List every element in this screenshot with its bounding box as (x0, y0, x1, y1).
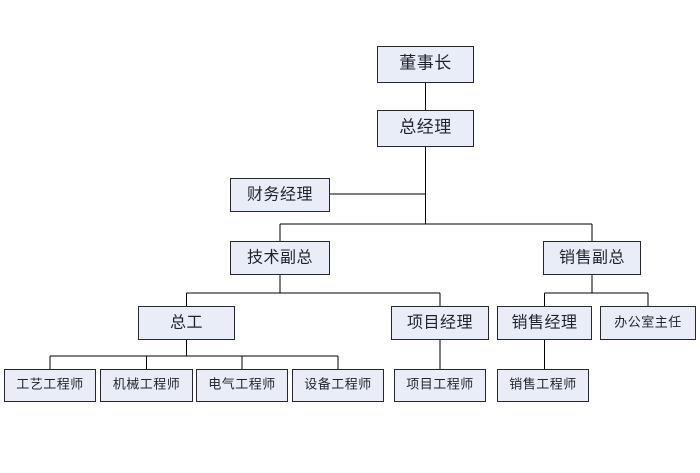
org-node-sales-engineer[interactable]: 销售工程师 (497, 369, 589, 402)
org-node-equipment-engineer[interactable]: 设备工程师 (292, 369, 384, 402)
org-node-label: 机械工程师 (112, 377, 181, 393)
org-node-general-manager[interactable]: 总经理 (377, 110, 474, 147)
org-node-label: 项目工程师 (406, 377, 474, 393)
org-node-label: 销售经理 (511, 312, 578, 332)
org-node-electrical-engineer[interactable]: 电气工程师 (196, 369, 288, 402)
org-node-sales-vp[interactable]: 销售副总 (543, 241, 641, 275)
org-node-label: 工艺工程师 (16, 377, 84, 393)
org-node-label: 销售工程师 (509, 377, 577, 393)
org-node-finance-manager[interactable]: 财务经理 (230, 178, 330, 212)
org-node-technical-vp[interactable]: 技术副总 (230, 241, 330, 275)
org-node-label: 总经理 (399, 117, 452, 138)
org-node-label: 办公室主任 (614, 315, 682, 330)
org-node-project-engineer[interactable]: 项目工程师 (394, 369, 486, 402)
org-node-chairman[interactable]: 董事长 (377, 46, 474, 83)
org-node-sales-manager[interactable]: 销售经理 (497, 306, 592, 340)
org-node-label: 董事长 (399, 53, 452, 74)
org-node-label: 电气工程师 (208, 377, 276, 393)
org-node-office-director[interactable]: 办公室主任 (600, 306, 696, 340)
org-node-label: 财务经理 (246, 184, 313, 204)
org-node-process-engineer[interactable]: 工艺工程师 (4, 369, 96, 402)
org-node-project-manager[interactable]: 项目经理 (391, 306, 489, 340)
org-node-chief-engineer[interactable]: 总工 (138, 306, 235, 340)
org-node-label: 设备工程师 (304, 377, 372, 393)
org-node-label: 技术副总 (246, 247, 313, 267)
org-node-label: 项目经理 (406, 312, 473, 332)
org-node-label: 总工 (169, 312, 203, 332)
org-node-label: 销售副总 (558, 247, 625, 267)
org-node-mechanical-engineer[interactable]: 机械工程师 (100, 369, 193, 402)
